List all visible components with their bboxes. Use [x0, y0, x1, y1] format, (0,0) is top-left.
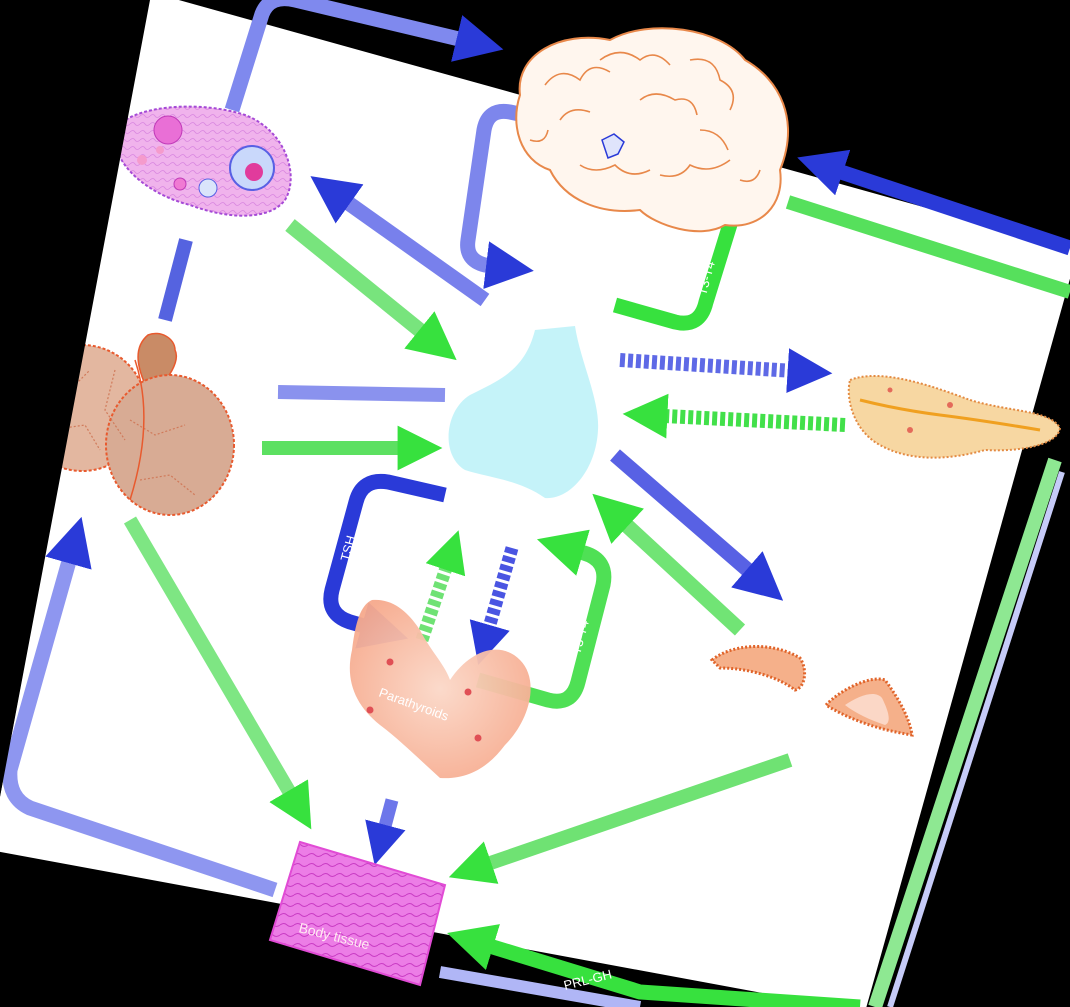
arrow-tissue-to-testes: [2, 516, 278, 898]
arrow-ovary-to-brain: [224, 0, 504, 113]
arrow-pituitary-to-ovary: [310, 176, 490, 307]
arrow-prl-gh-to-tissue: [447, 924, 861, 1007]
pituitary-icon: [448, 326, 599, 499]
arrow-right-loop-to-brain: [797, 149, 1070, 256]
arrow-tsh-to-thyroid: [323, 473, 447, 649]
tissue-icon: Body tissue: [268, 840, 447, 987]
right-loop-blue: [887, 471, 1065, 1007]
arrow-thyroid-t3t4-to-pituitary: [475, 529, 612, 709]
arrow-brain-to-pituitary: [460, 103, 587, 289]
brain-icon: [515, 27, 789, 233]
arrow-parathyroid-to-pituitary: [415, 530, 466, 643]
testes-icon: [17, 332, 235, 516]
arrow-pituitary-to-parathyroid: [469, 546, 519, 665]
link-ovary-testes: [158, 238, 193, 322]
arrow-pituitary-to-adrenal: [610, 449, 784, 601]
arrow-testes-blue: [277, 385, 446, 402]
arrow-thyroid-to-tissue: [365, 798, 406, 866]
arrow-brain-to-right-loop: [785, 195, 1070, 299]
adrenal-icon: [709, 645, 914, 737]
arrow-ovary-to-pituitary: [285, 219, 457, 361]
arrow-adrenal-to-tissue: [448, 753, 793, 884]
arrow-adrenal-to-pituitary: [592, 493, 746, 636]
right-loop-green: [868, 457, 1062, 1007]
ovary-icon: [113, 105, 292, 217]
pancreas-icon: [847, 374, 1062, 459]
arrow-testes-to-tissue: [123, 516, 312, 830]
thyroid-icon: Parathyroids: [349, 599, 531, 779]
label-tsh: TSH: [337, 534, 358, 563]
arrow-tissue-bottom-blue: [438, 966, 642, 1007]
arrow-pancreas-to-pituitary: [622, 393, 846, 439]
